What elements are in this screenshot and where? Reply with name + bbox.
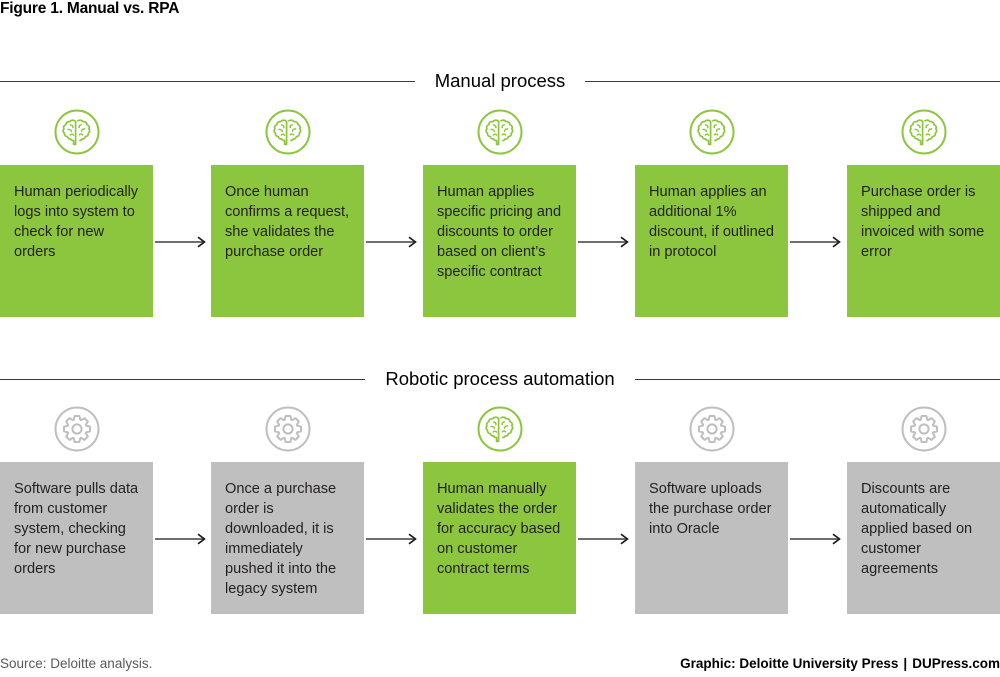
brain-icon [53,108,101,156]
step-text: Human manually validates the order for a… [437,481,561,577]
step-text: Human applies specific pricing and disco… [437,184,562,280]
flow-arrow [576,235,634,249]
flow-row-rpa: Software pulls data from customer system… [0,405,1000,620]
credit-site[interactable]: DUPress.com [912,656,1000,671]
step-box: Human manually validates the order for a… [423,462,576,614]
process-step: Purchase order is shipped and invoiced w… [847,108,1000,323]
step-box: Human applies specific pricing and disco… [423,165,576,317]
section-header-rpa: Robotic process automation [0,368,1000,390]
step-text: Software uploads the purchase order into… [649,481,772,537]
brain-icon [264,108,312,156]
brain-icon [900,108,948,156]
graphic-credit: Graphic: Deloitte University Press | DUPre… [680,656,1000,671]
process-step: Once a purchase order is downloaded, it … [211,405,364,620]
step-text: Once a purchase order is downloaded, it … [225,481,337,597]
process-step: Human manually validates the order for a… [423,405,576,620]
section-header-manual: Manual process [0,70,1000,92]
step-text: Human periodically logs into system to c… [14,184,139,260]
gear-icon [264,405,312,453]
header-rule-right [634,378,1000,380]
process-step: Human applies an additional 1% discount,… [635,108,788,323]
gear-icon [688,405,736,453]
step-box: Once human confirms a request, she valid… [211,165,364,317]
flow-arrow [153,532,211,546]
flow-arrow [788,235,846,249]
credit-text: Graphic: Deloitte University Press [680,656,899,671]
brain-icon [688,108,736,156]
step-box: Software pulls data from customer system… [0,462,153,614]
section-title-manual: Manual process [434,70,566,91]
step-box: Software uploads the purchase order into… [635,462,788,614]
header-rule-right [585,80,1000,82]
gear-icon [53,405,101,453]
step-text: Human applies an additional 1% discount,… [649,184,774,260]
step-box: Once a purchase order is downloaded, it … [211,462,364,614]
figure-title: Figure 1. Manual vs. RPA [0,0,180,17]
step-text: Purchase order is shipped and invoiced w… [861,184,985,260]
step-text: Once human confirms a request, she valid… [225,184,350,260]
step-text: Software pulls data from customer system… [14,481,139,577]
process-step: Software uploads the purchase order into… [635,405,788,620]
flow-arrow [788,532,846,546]
process-step: Software pulls data from customer system… [0,405,153,620]
flow-arrow [364,532,422,546]
credit-separator: | [903,656,908,671]
process-step: Discounts are automatically applied base… [847,405,1000,620]
gear-icon [900,405,948,453]
step-box: Discounts are automatically applied base… [847,462,1000,614]
flow-row-manual: Human periodically logs into system to c… [0,108,1000,323]
brain-icon [476,108,524,156]
flow-arrow [576,532,634,546]
flow-arrow [364,235,422,249]
flow-arrow [153,235,211,249]
process-step: Human periodically logs into system to c… [0,108,153,323]
step-text: Discounts are automatically applied base… [861,481,973,577]
step-box: Purchase order is shipped and invoiced w… [847,165,1000,317]
header-rule-left [0,80,415,82]
source-note: Source: Deloitte analysis. [0,656,153,671]
process-step: Human applies specific pricing and disco… [423,108,576,323]
section-title-rpa: Robotic process automation [385,368,615,389]
step-box: Human applies an additional 1% discount,… [635,165,788,317]
process-step: Once human confirms a request, she valid… [211,108,364,323]
step-box: Human periodically logs into system to c… [0,165,153,317]
header-rule-left [0,378,366,380]
brain-icon [476,405,524,453]
